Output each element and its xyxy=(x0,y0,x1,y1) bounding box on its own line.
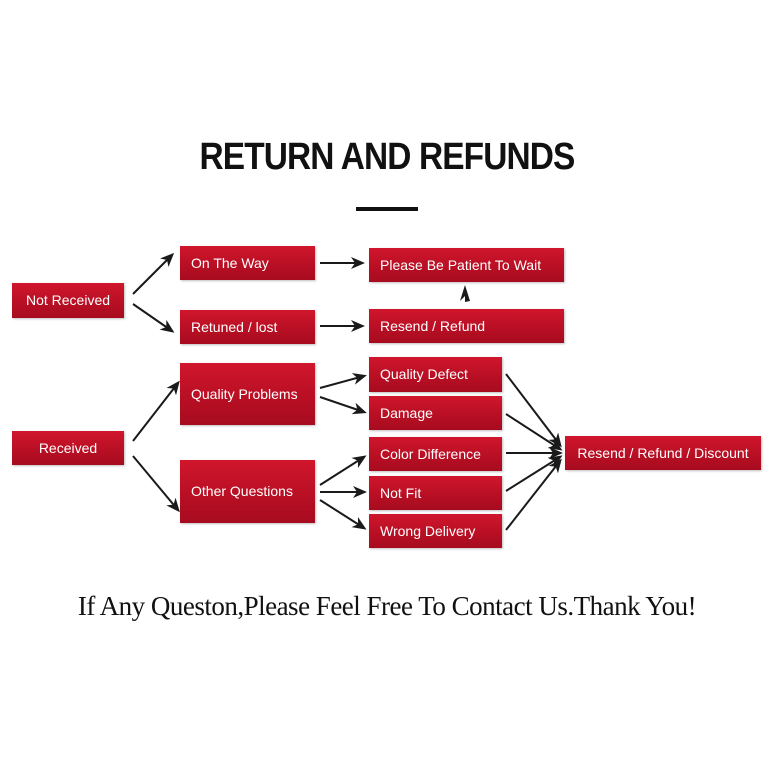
arrow-other-color xyxy=(319,455,367,486)
arrow-damage-final xyxy=(505,413,563,451)
box-quality-problems: Quality Problems xyxy=(180,363,315,425)
box-other-questions: Other Questions xyxy=(180,460,315,523)
box-on-the-way: On The Way xyxy=(180,246,315,280)
arrow-quality-damage xyxy=(319,396,367,415)
box-not-received: Not Received xyxy=(12,283,124,318)
arrow-notreceived-retuned xyxy=(132,303,175,333)
box-quality-defect: Quality Defect xyxy=(369,357,502,392)
arrow-received-other xyxy=(132,455,180,513)
box-received: Received xyxy=(12,431,124,465)
arrow-notreceived-ontheway xyxy=(132,252,175,295)
box-damage: Damage xyxy=(369,396,502,430)
box-retuned-lost: Retuned / lost xyxy=(180,310,315,344)
box-please-wait: Please Be Patient To Wait xyxy=(369,248,564,282)
box-resend-refund: Resend / Refund xyxy=(369,309,564,343)
page-title: RETURN AND REFUNDS xyxy=(199,136,576,178)
arrow-received-quality xyxy=(132,380,180,442)
arrow-wrong-final xyxy=(505,458,562,531)
arrow-other-wrong xyxy=(319,499,367,530)
arrow-up-resend-wait xyxy=(460,285,470,302)
footer-message: If Any Queston,Please Feel Free To Conta… xyxy=(77,591,697,621)
arrow-defect-final xyxy=(505,373,562,448)
box-wrong-delivery: Wrong Delivery xyxy=(369,514,502,548)
box-resend-refund-discount: Resend / Refund / Discount xyxy=(565,436,761,470)
title-underline xyxy=(356,207,418,211)
box-color-difference: Color Difference xyxy=(369,437,502,471)
arrow-quality-defect xyxy=(319,373,367,389)
box-not-fit: Not Fit xyxy=(369,476,502,510)
arrow-notfit-final xyxy=(505,455,563,492)
